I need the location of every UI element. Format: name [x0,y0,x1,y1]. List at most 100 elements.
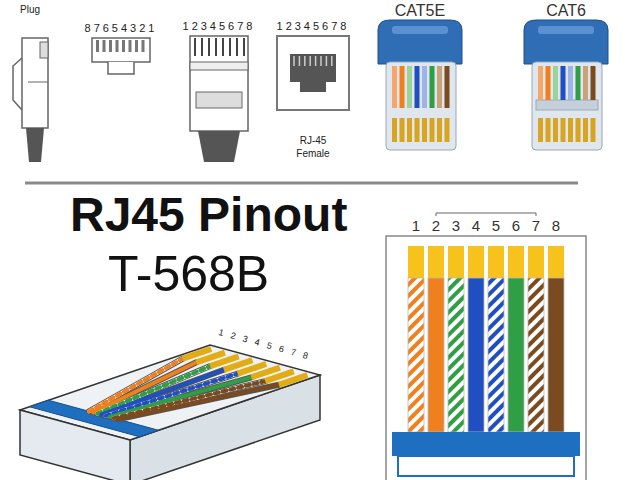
wire [445,66,450,108]
wire [392,66,397,108]
pin-number: 3 [452,218,460,234]
contact [538,118,543,142]
wire [583,66,588,100]
wire [576,66,581,100]
contact [392,118,397,142]
pin [96,40,99,52]
wire [407,66,412,108]
boot-highlight [392,26,448,34]
plug-window [196,92,242,108]
wire [428,278,444,432]
pin [222,38,224,56]
contact [508,246,524,278]
pin [236,38,238,56]
load-bar [536,100,598,110]
plug-side-view [13,38,48,162]
plug-pins [96,40,145,52]
part-label: Plug [20,4,40,16]
title: RJ45 Pinout [70,188,347,242]
wire [430,66,435,108]
wires [538,66,596,100]
wire [118,385,279,419]
contacts [392,118,450,142]
plug-band [190,62,248,70]
wires [392,66,450,108]
contact [445,118,450,142]
wire [114,381,265,418]
contact [279,375,308,385]
contact [430,118,435,142]
rj45-jack [277,36,349,110]
contact [415,118,420,142]
wire-outline [89,359,279,420]
wire [422,66,427,108]
pin-numbers: 12345678 [183,20,256,33]
plug-pins [195,38,244,56]
wires [89,349,307,419]
wire [437,66,442,108]
pin [331,56,333,66]
cable-jacket [392,432,580,456]
pin [299,56,301,66]
wire [568,66,573,100]
cat5e-plug [378,20,462,150]
jack-pins [294,56,332,66]
pin [304,56,306,66]
wire [561,66,566,100]
wire [591,66,596,100]
pin-number: 5 [492,218,500,234]
jacket-strip [398,456,574,476]
wire [553,66,558,100]
plug-body [190,36,248,131]
wire [415,66,420,108]
contact [428,246,444,278]
wire [538,66,543,100]
wire [468,278,484,432]
wire [546,66,551,100]
plug-boot [378,20,462,64]
plug-body [92,38,150,62]
part-label: RJ-45 Female [290,134,336,160]
pin [243,38,245,56]
contact [407,118,412,142]
pin [229,38,231,56]
pin [320,56,322,66]
pin-number: 2 [432,218,440,234]
pin-numbers: 87654321 [85,22,158,35]
pin [142,40,145,52]
pin [201,38,203,56]
cable [26,128,44,162]
wire [400,66,405,108]
contact [422,118,427,142]
diagram-frame [386,236,586,480]
contact [548,246,564,278]
pin [135,40,138,52]
gold-contacts [408,246,564,278]
wire [114,381,265,418]
contact [528,246,544,278]
wiring-diagram [386,213,586,480]
pin [309,56,311,66]
contacts [538,118,596,142]
wire [548,278,564,432]
pin [116,40,119,52]
contact [591,118,596,142]
contact [437,118,442,142]
plug-front-view [92,38,150,74]
pin-number: 8 [552,218,560,234]
plug-body [532,62,602,150]
boot-highlight [538,26,594,34]
plug-top-view [190,36,248,162]
pin-number: 4 [472,218,480,234]
pin-number: 7 [532,218,540,234]
plug-contact-slot [40,42,48,58]
plug-tab [108,62,134,74]
pin [315,56,317,66]
plug-line [28,82,48,83]
pin-number: 1 [412,218,420,234]
jack-opening [290,54,336,92]
plug-boot [524,20,608,64]
contact [408,246,424,278]
pin [208,38,210,56]
